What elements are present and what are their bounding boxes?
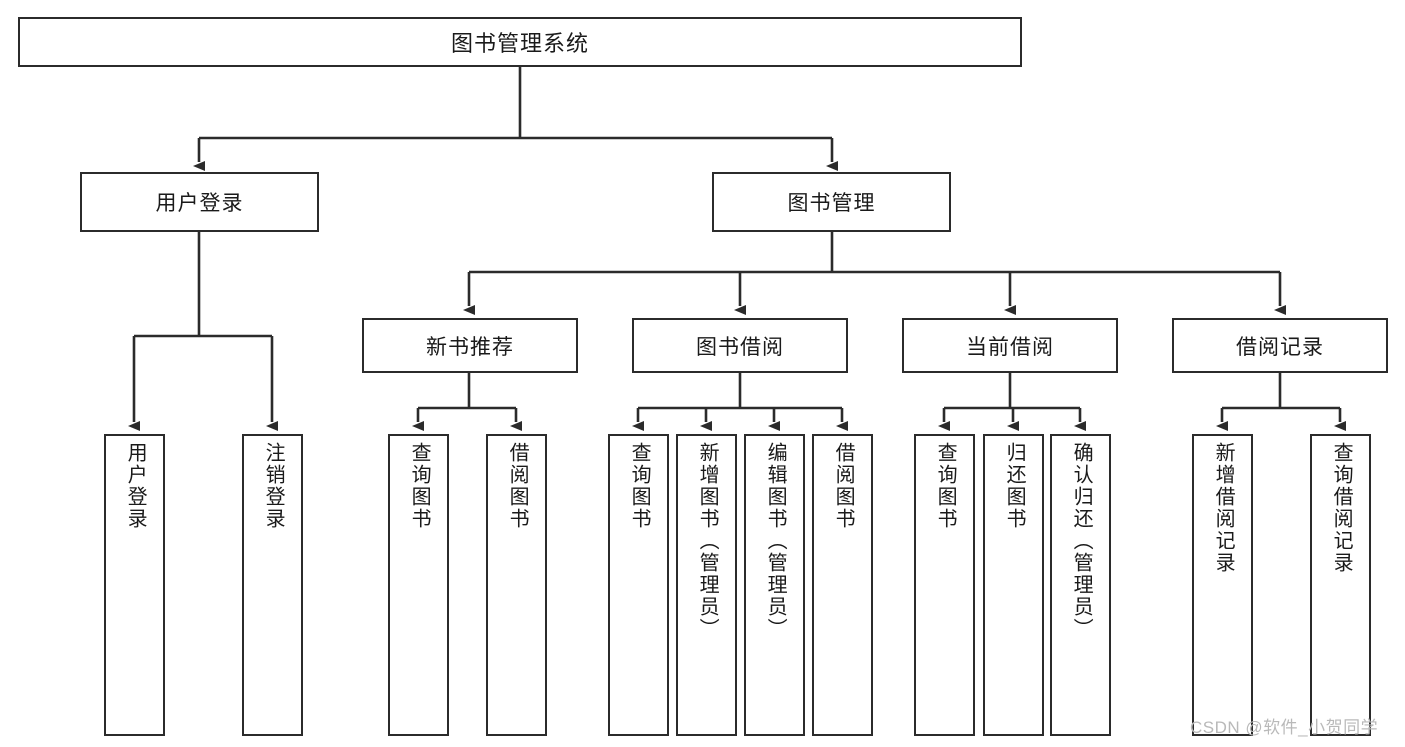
node-leaf-confirm-return-label: 确认归还（管理员） xyxy=(1070,442,1093,640)
node-leaf-query-book-2[interactable]: 查询图书 xyxy=(608,434,669,736)
node-leaf-query-record[interactable]: 查询借阅记录 xyxy=(1310,434,1371,736)
node-leaf-borrow-book-1-label: 借阅图书 xyxy=(506,442,529,530)
node-book-management-label: 图书管理 xyxy=(787,192,876,215)
node-leaf-add-record-label: 新增借阅记录 xyxy=(1212,442,1235,574)
node-current-borrow[interactable]: 当前借阅 xyxy=(902,318,1118,373)
node-book-borrow-label: 图书借阅 xyxy=(696,335,784,359)
node-leaf-query-book-3[interactable]: 查询图书 xyxy=(914,434,975,736)
node-leaf-edit-book-label: 编辑图书（管理员） xyxy=(764,442,787,640)
node-leaf-query-book-3-label: 查询图书 xyxy=(934,442,957,530)
node-leaf-return-book-label: 归还图书 xyxy=(1003,442,1026,530)
node-leaf-add-record[interactable]: 新增借阅记录 xyxy=(1192,434,1253,736)
node-leaf-borrow-book-1[interactable]: 借阅图书 xyxy=(486,434,547,736)
node-leaf-logout-login-label: 注销登录 xyxy=(262,442,285,530)
node-current-borrow-label: 当前借阅 xyxy=(966,335,1054,359)
csdn-watermark: CSDN @软件_小贺同学 xyxy=(1190,718,1379,737)
node-borrow-record-label: 借阅记录 xyxy=(1236,335,1324,359)
node-leaf-logout-login[interactable]: 注销登录 xyxy=(242,434,303,736)
node-borrow-record[interactable]: 借阅记录 xyxy=(1172,318,1388,373)
node-leaf-query-book-1-label: 查询图书 xyxy=(408,442,431,530)
node-book-borrow[interactable]: 图书借阅 xyxy=(632,318,848,373)
node-leaf-query-book-1[interactable]: 查询图书 xyxy=(388,434,449,736)
node-new-book-recommend[interactable]: 新书推荐 xyxy=(362,318,578,373)
node-leaf-return-book[interactable]: 归还图书 xyxy=(983,434,1044,736)
node-leaf-user-login-label: 用户登录 xyxy=(124,442,147,530)
node-leaf-edit-book[interactable]: 编辑图书（管理员） xyxy=(744,434,805,736)
node-book-management[interactable]: 图书管理 xyxy=(712,172,951,232)
node-leaf-query-record-label: 查询借阅记录 xyxy=(1330,442,1353,574)
node-leaf-query-book-2-label: 查询图书 xyxy=(628,442,651,530)
node-leaf-add-book[interactable]: 新增图书（管理员） xyxy=(676,434,737,736)
node-leaf-borrow-book-2[interactable]: 借阅图书 xyxy=(812,434,873,736)
node-user-login-label: 用户登录 xyxy=(155,192,244,215)
node-leaf-confirm-return[interactable]: 确认归还（管理员） xyxy=(1050,434,1111,736)
node-leaf-user-login[interactable]: 用户登录 xyxy=(104,434,165,736)
node-leaf-add-book-label: 新增图书（管理员） xyxy=(696,442,719,640)
node-root-label: 图书管理系统 xyxy=(450,31,589,56)
node-root[interactable]: 图书管理系统 xyxy=(18,17,1022,67)
node-new-book-recommend-label: 新书推荐 xyxy=(426,335,514,359)
node-user-login[interactable]: 用户登录 xyxy=(80,172,319,232)
node-leaf-borrow-book-2-label: 借阅图书 xyxy=(832,442,855,530)
